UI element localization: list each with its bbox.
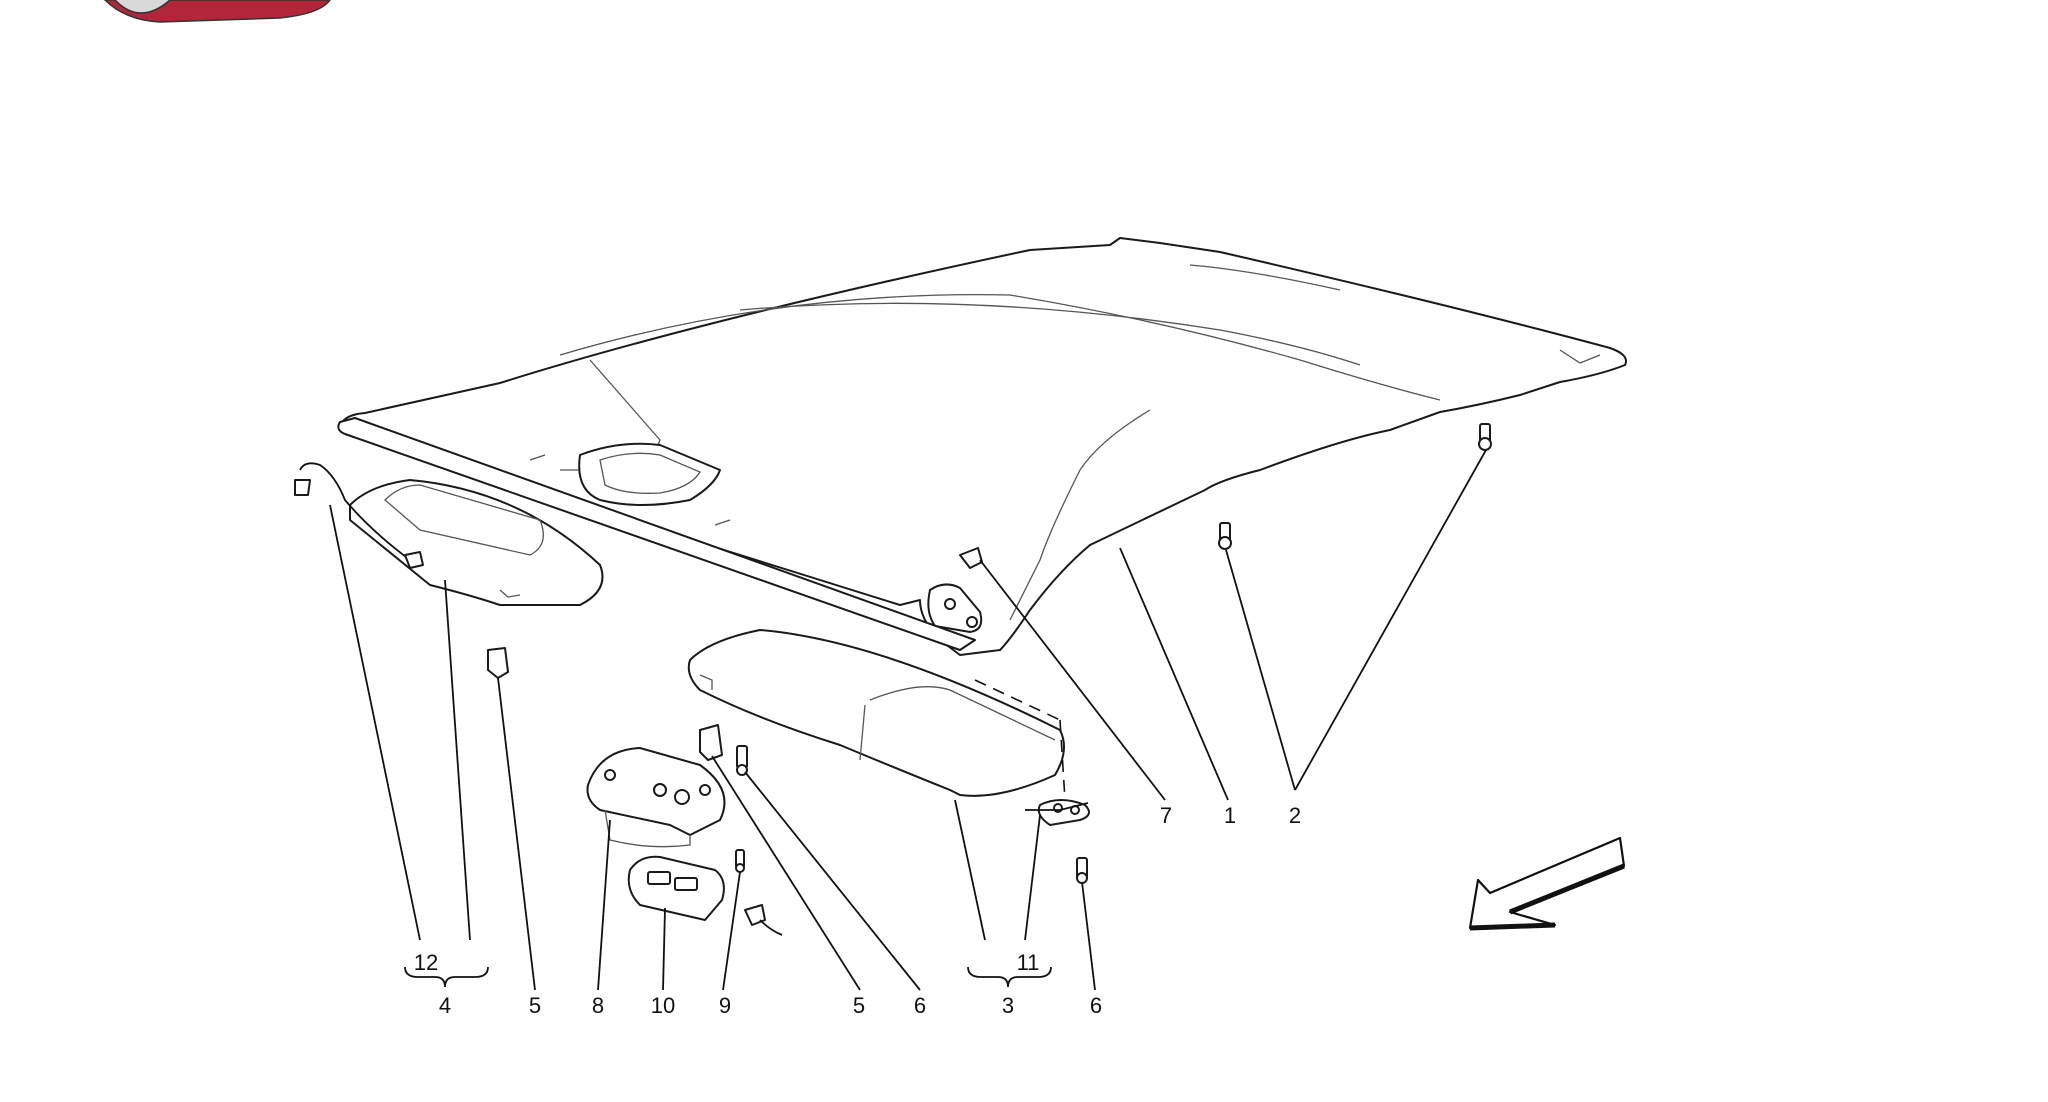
brace-4 <box>404 966 489 988</box>
screw-9-icon <box>735 849 745 873</box>
callout-10: 10 <box>651 993 675 1018</box>
sun-visor-right <box>687 629 1065 797</box>
callout-11: 11 <box>1017 950 1040 975</box>
visor-hook-5b <box>699 724 723 761</box>
assembly-line-b <box>1059 719 1066 801</box>
screw-2b-icon <box>1478 423 1492 451</box>
grab-rail <box>337 417 976 651</box>
screw-6a-icon <box>736 745 748 776</box>
callout-5b: 5 <box>853 993 865 1018</box>
callout-6a: 6 <box>914 993 926 1018</box>
wire-harness-12 <box>294 462 424 569</box>
sun-visor-left <box>349 479 604 606</box>
callout-6b: 6 <box>1090 993 1102 1018</box>
lamp-unit-10 <box>627 855 783 936</box>
direction-arrow-icon <box>1468 836 1626 931</box>
callout-4: 4 <box>439 993 451 1018</box>
callout-1: 1 <box>1224 803 1236 828</box>
callout-5a: 5 <box>529 993 541 1018</box>
callout-7: 7 <box>1160 803 1172 828</box>
screw-6b-icon <box>1076 857 1088 884</box>
brace-3 <box>967 966 1052 988</box>
headliner-panel <box>339 237 1627 656</box>
visor-hook-5a <box>487 647 509 679</box>
leader-lines <box>329 449 1487 991</box>
courtesy-lamp-housing-8 <box>586 747 726 848</box>
callout-12: 12 <box>414 950 438 975</box>
callout-2: 2 <box>1289 803 1301 828</box>
screw-2a-icon <box>1218 522 1232 550</box>
car-logo-icon <box>103 0 331 23</box>
callout-9: 9 <box>719 993 731 1018</box>
callout-8: 8 <box>592 993 604 1018</box>
assembly-line-a <box>974 679 1061 721</box>
callout-3: 3 <box>1002 993 1014 1018</box>
